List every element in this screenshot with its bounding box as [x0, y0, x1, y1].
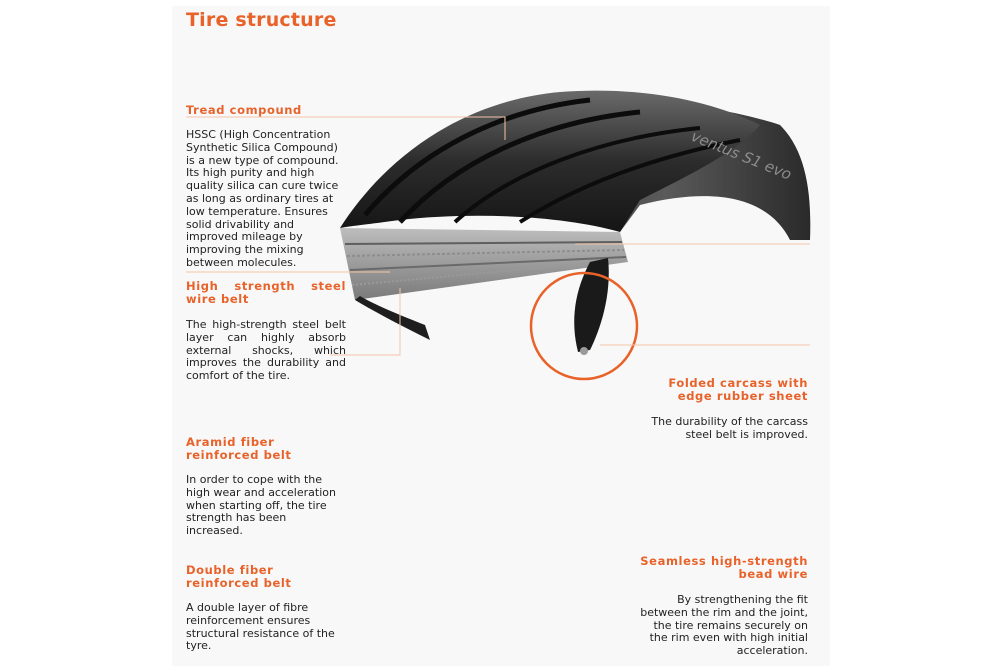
- text-steel-wire-belt: The high-strength steel belt layer can h…: [186, 318, 346, 383]
- text-bead-wire: By strengthening the fit between the rim…: [640, 593, 808, 658]
- text-aramid-fiber-belt: In order to cope with the high wear and …: [186, 473, 336, 538]
- bead-highlight-circle: [529, 271, 639, 381]
- bead-wire: [580, 347, 588, 355]
- tire-tread: [340, 90, 760, 232]
- tread-groove: [518, 138, 741, 224]
- text-folded-carcass: The durability of the carcass steel belt…: [651, 415, 808, 441]
- leader-line: [186, 116, 506, 140]
- steel-belt-layer: [344, 241, 623, 245]
- heading-steel-wire-belt: High strength steel wire belt: [186, 279, 346, 306]
- tread-groove: [363, 97, 591, 217]
- tread-groove: [453, 126, 701, 224]
- heading-double-fiber-belt: Double fiber reinforced belt: [186, 563, 292, 590]
- heading-aramid-fiber-belt: Aramid fiber reinforced belt: [186, 435, 292, 462]
- leader-line: [330, 288, 401, 356]
- fiber-belt-layer: [346, 249, 625, 257]
- aramid-belt-layer: [349, 256, 627, 271]
- heading-tread-compound: Tread compound: [186, 103, 302, 117]
- heading-folded-carcass: Folded carcass with edge rubber sheet: [668, 376, 808, 403]
- tread-groove: [398, 109, 641, 224]
- page-title: Tire structure: [186, 9, 337, 31]
- inner-liner: [355, 296, 430, 340]
- text-tread-compound: HSSC (High Concentration Synthetic Silic…: [186, 128, 339, 269]
- text-double-fiber-belt: A double layer of fibre reinforcement en…: [186, 601, 335, 653]
- heading-bead-wire: Seamless high-strength bead wire: [640, 554, 808, 581]
- tire-bead: [574, 258, 609, 352]
